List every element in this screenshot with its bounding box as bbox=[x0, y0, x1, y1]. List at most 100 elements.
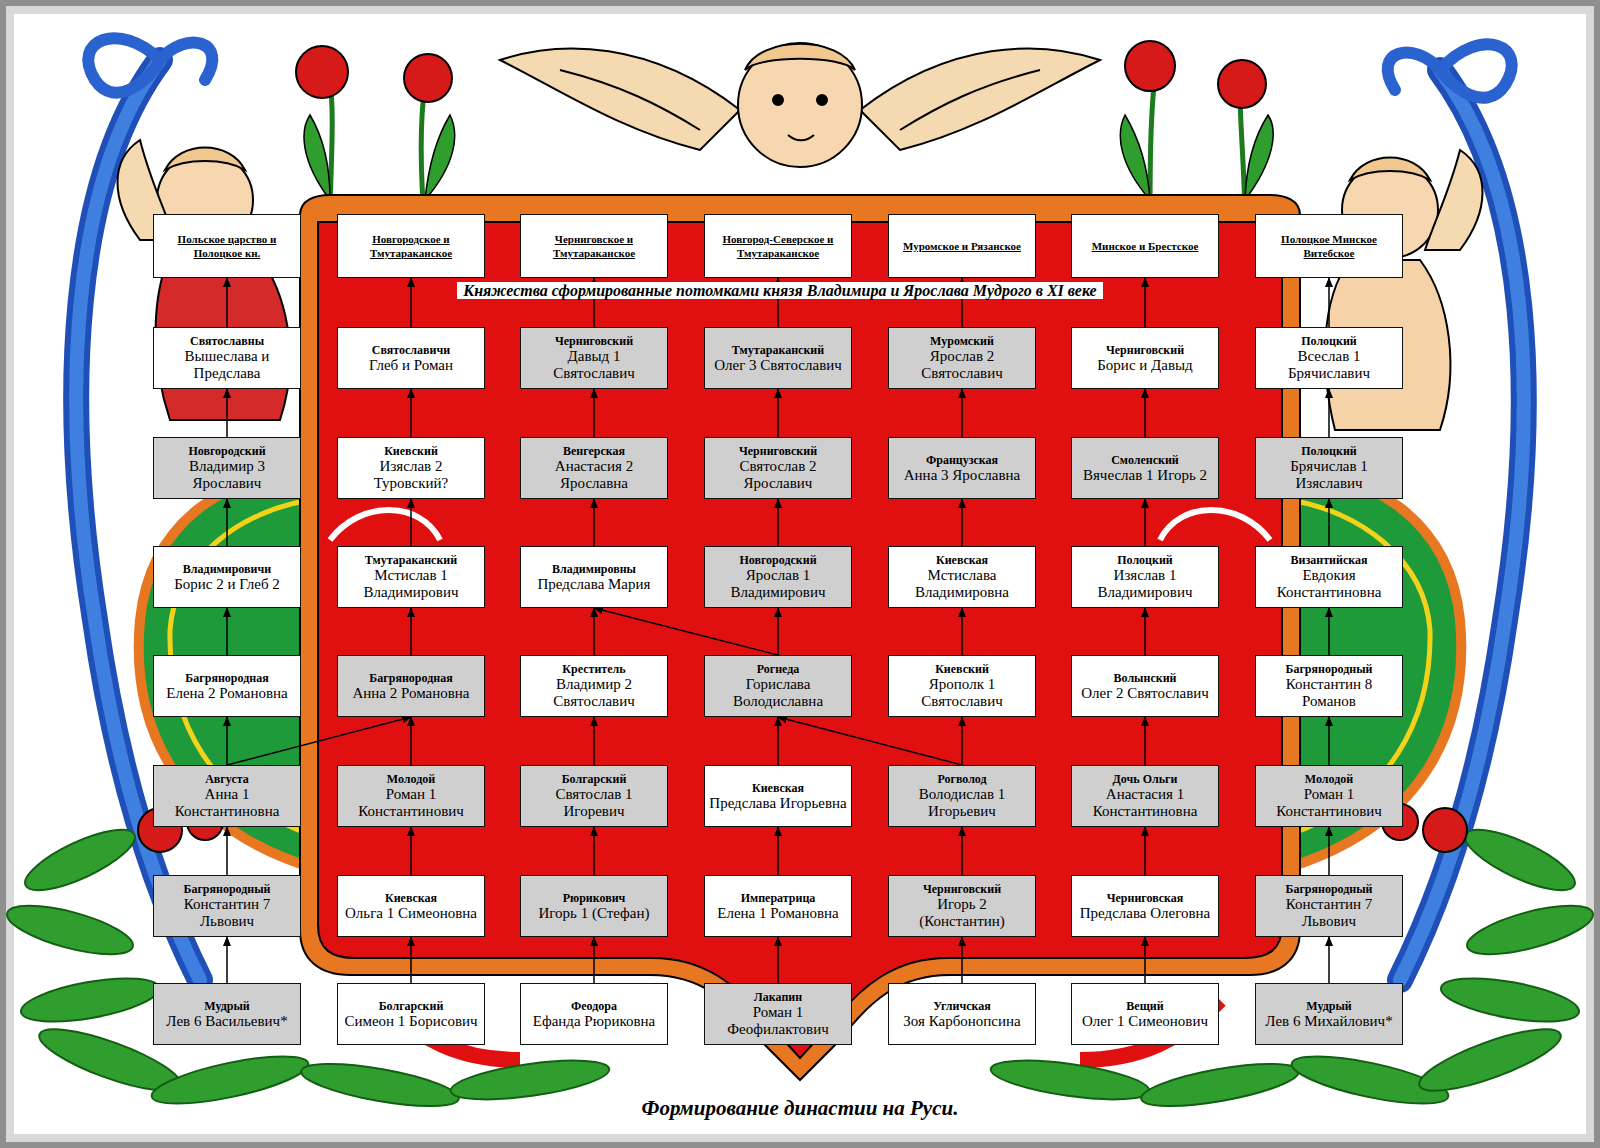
lineage-arrow bbox=[226, 608, 228, 655]
name-line: Ефанда Рюриковна bbox=[533, 1013, 655, 1030]
title-line: Новгородский bbox=[739, 553, 816, 567]
person-box: МуромскийЯрослав 2 Святославич bbox=[888, 327, 1036, 389]
lineage-arrow bbox=[1328, 389, 1330, 437]
name-line: Олег 3 Святославич bbox=[714, 357, 842, 374]
person-box: ВенгерскаяАнастасия 2 Ярославна bbox=[520, 437, 668, 499]
lineage-arrow bbox=[777, 608, 779, 655]
person-box: АвгустаАнна 1 Константиновна bbox=[153, 765, 301, 827]
lineage-arrow bbox=[1328, 717, 1330, 765]
lineage-arrow bbox=[777, 389, 779, 437]
person-box: МолодойРоман 1 Константинович bbox=[1255, 765, 1403, 827]
lineage-arrow bbox=[410, 827, 412, 875]
name-line: Черниговское и Тмутараканское bbox=[525, 232, 663, 260]
name-line: Елена 2 Романовна bbox=[166, 685, 288, 702]
title-line: Феодора bbox=[571, 999, 617, 1013]
title-line: Новгородский bbox=[188, 444, 265, 458]
lineage-arrow bbox=[227, 717, 411, 765]
name-line: Роман 1 Константинович bbox=[1260, 786, 1398, 820]
name-line: Роман 1 Константинович bbox=[342, 786, 480, 820]
person-box: ВещийОлег 1 Симеонович bbox=[1071, 983, 1219, 1045]
person-box: БагрянороднаяАнна 2 Романовна bbox=[337, 655, 485, 717]
person-box: ТмутараканскийМстислав 1 Владимирович bbox=[337, 546, 485, 608]
name-line: Константин 7 Львович bbox=[1260, 896, 1398, 930]
name-line: Изяслав 1 Владимирович bbox=[1076, 567, 1214, 601]
person-box: КиевскаяМстислава Владимировна bbox=[888, 546, 1036, 608]
title-line: Французская bbox=[926, 453, 998, 467]
name-line: Ярополк 1 Святославич bbox=[893, 676, 1031, 710]
name-line: Муромское и Рязанское bbox=[903, 239, 1021, 253]
person-box: ПолоцкийБрячислав 1 Изяславич bbox=[1255, 437, 1403, 499]
title-line: Черниговский bbox=[739, 444, 817, 458]
title-line: Святославны bbox=[190, 334, 264, 348]
person-box: БагрянородныйКонстантин 7 Львович bbox=[153, 875, 301, 937]
name-line: Ярослав 1 Владимирович bbox=[709, 567, 847, 601]
principality-box: Полоцкое Минское Витебское bbox=[1255, 214, 1403, 278]
name-line: Владимир 3 Ярославич bbox=[158, 458, 296, 492]
diagram-title: Княжества сформированные потомками князя… bbox=[330, 281, 1230, 300]
person-box: РогнедаГорислава Володиславна bbox=[704, 655, 852, 717]
person-box: НовгородскийВладимир 3 Ярославич bbox=[153, 437, 301, 499]
name-line: Святослав 2 Ярославич bbox=[709, 458, 847, 492]
angels bbox=[118, 43, 1483, 430]
name-line: Ольга 1 Симеоновна bbox=[345, 905, 477, 922]
name-line: Новгород-Северское и Тмутараканское bbox=[709, 232, 847, 260]
title-line: Тмутараканский bbox=[732, 343, 824, 357]
person-box: ИмператрицаЕлена 1 Романовна bbox=[704, 875, 852, 937]
name-line: Владимир 2 Святославич bbox=[525, 676, 663, 710]
person-box: ПолоцкийВсеслав 1 Брячиславич bbox=[1255, 327, 1403, 389]
lineage-arrow bbox=[226, 827, 228, 875]
title-line: Вещий bbox=[1126, 999, 1163, 1013]
person-box: БолгарскийСимеон 1 Борисович bbox=[337, 983, 485, 1045]
person-box: СвятославичиГлеб и Роман bbox=[337, 327, 485, 389]
person-box: Дочь ОльгиАнастасия 1 Константиновна bbox=[1071, 765, 1219, 827]
lineage-arrow bbox=[1328, 278, 1330, 327]
title-line: Болгарский bbox=[562, 772, 627, 786]
name-line: Симеон 1 Борисович bbox=[344, 1013, 477, 1030]
name-line: Олег 1 Симеонович bbox=[1082, 1013, 1208, 1030]
title-line: Багрянородный bbox=[183, 882, 270, 896]
frame-bevel bbox=[6, 6, 1594, 1142]
lineage-arrow bbox=[593, 608, 595, 655]
name-line: Минское и Брестское bbox=[1092, 239, 1199, 253]
name-line: Анна 1 Константиновна bbox=[158, 786, 296, 820]
lineage-arrow bbox=[410, 499, 412, 546]
person-box: ВладимировичиБорис 2 и Глеб 2 bbox=[153, 546, 301, 608]
lineage-arrow bbox=[1144, 608, 1146, 655]
person-box: ЧерниговскийБорис и Давыд bbox=[1071, 327, 1219, 389]
lineage-arrow bbox=[1144, 937, 1146, 983]
name-line: Святослав 1 Игоревич bbox=[525, 786, 663, 820]
lineage-arrow bbox=[410, 389, 412, 437]
title-line: Черниговский bbox=[1106, 343, 1184, 357]
lineage-arrow bbox=[410, 608, 412, 655]
lineage-arrow bbox=[593, 827, 595, 875]
title-line: Полоцкий bbox=[1301, 444, 1357, 458]
title-line: Византийская bbox=[1291, 553, 1368, 567]
lineage-arrow bbox=[777, 937, 779, 983]
person-box: НовгородскийЯрослав 1 Владимирович bbox=[704, 546, 852, 608]
lineage-arrow bbox=[1144, 499, 1146, 546]
name-line: Константин 8 Романов bbox=[1260, 676, 1398, 710]
name-line: Анна 3 Ярославна bbox=[904, 467, 1021, 484]
lineage-arrow bbox=[961, 499, 963, 546]
leaf-garland bbox=[3, 818, 1598, 1114]
lineage-arrow bbox=[1328, 499, 1330, 546]
title-line: Святославичи bbox=[372, 343, 450, 357]
name-line: Борис 2 и Глеб 2 bbox=[174, 576, 280, 593]
person-box: БагрянородныйКонстантин 7 Львович bbox=[1255, 875, 1403, 937]
lineage-arrow bbox=[410, 278, 412, 327]
title-line: Полоцкий bbox=[1301, 334, 1357, 348]
title-line: Креститель bbox=[562, 662, 625, 676]
title-line: Молодой bbox=[1305, 772, 1353, 786]
principality-box: Новгородское и Тмутараканское bbox=[337, 214, 485, 278]
person-box: БолгарскийСвятослав 1 Игоревич bbox=[520, 765, 668, 827]
name-line: Игорь 1 (Стефан) bbox=[538, 905, 649, 922]
name-line: Игорь 2 (Константин) bbox=[893, 896, 1031, 930]
red-shield bbox=[300, 195, 1300, 1080]
name-line: Глеб и Роман bbox=[369, 357, 453, 374]
title-line: Венгерская bbox=[563, 444, 625, 458]
lineage-arrow bbox=[593, 717, 595, 765]
lineage-arrow bbox=[961, 608, 963, 655]
lineage-arrow bbox=[1144, 389, 1146, 437]
title-line: Рюрикович bbox=[563, 891, 626, 905]
title-line: Черниговский bbox=[555, 334, 633, 348]
